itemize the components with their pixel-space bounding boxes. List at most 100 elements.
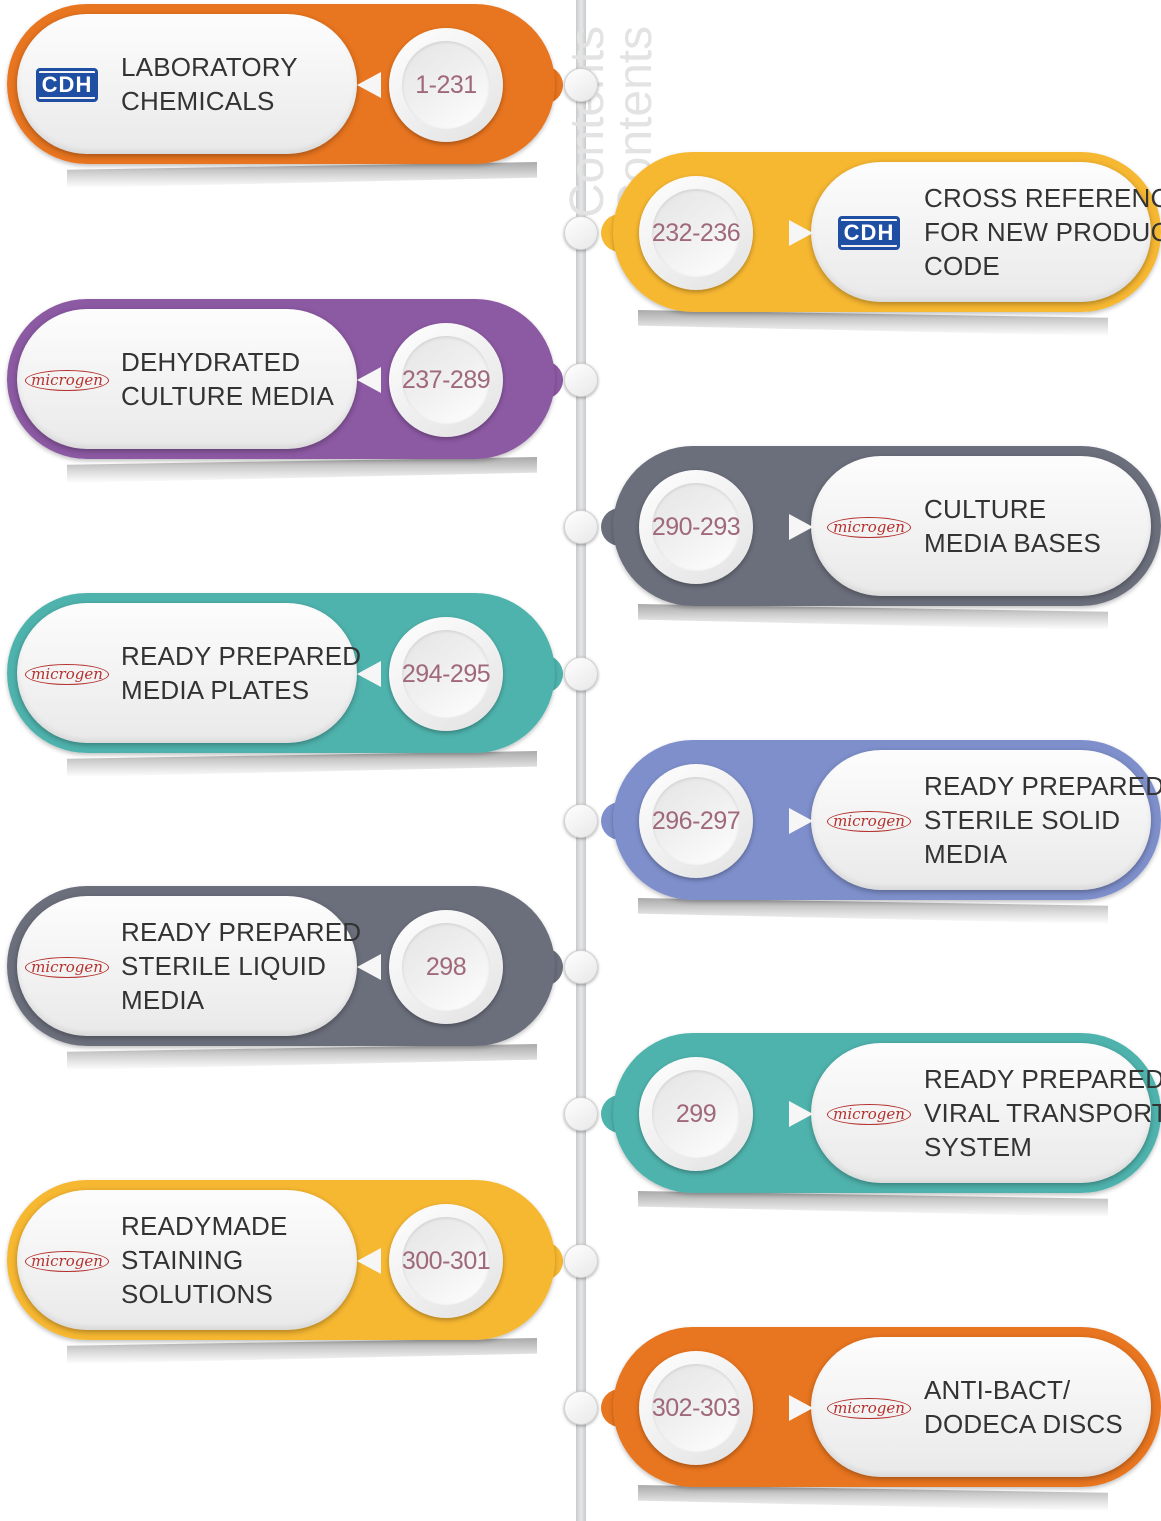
- card-tab: [525, 66, 563, 104]
- brand-logo: microgen: [827, 1389, 911, 1427]
- page-range: 290-293: [651, 512, 741, 541]
- timeline-node: [564, 68, 598, 102]
- page-range-badge[interactable]: 232-236: [639, 176, 753, 290]
- contents-card[interactable]: CDH LABORATORY CHEMICALS 1-231: [7, 4, 563, 188]
- card-title: READY PREPARED VIRAL TRANSPORT SYSTEM: [924, 1033, 1161, 1193]
- card-title: DEHYDRATED CULTURE MEDIA: [121, 299, 361, 459]
- card-title-line: STERILE SOLID: [924, 805, 1121, 835]
- cdh-logo: CDH: [838, 216, 900, 250]
- card-title-line: CULTURE MEDIA: [121, 381, 335, 411]
- microgen-logo: microgen: [25, 956, 109, 978]
- page-range: 294-295: [401, 659, 491, 688]
- pointer-arrow: [357, 1248, 381, 1274]
- timeline-node: [564, 216, 598, 250]
- card-shadow: [638, 898, 1108, 924]
- brand-logo: microgen: [25, 948, 109, 986]
- page-range-inner: 300-301: [402, 1217, 491, 1305]
- card-tab: [601, 214, 639, 252]
- contents-card[interactable]: microgen CULTURE MEDIA BASES 290-293: [601, 446, 1161, 608]
- card-title-line: MEDIA BASES: [924, 528, 1102, 558]
- pointer-arrow: [789, 514, 813, 540]
- microgen-logo: microgen: [25, 1250, 109, 1272]
- page-range-badge[interactable]: 294-295: [389, 617, 503, 731]
- card-title: READY PREPARED STERILE SOLID MEDIA: [924, 740, 1161, 900]
- card-tab: [601, 802, 639, 840]
- brand-logo: CDH: [835, 214, 903, 252]
- card-title: CULTURE MEDIA BASES: [924, 446, 1160, 606]
- page-range-badge[interactable]: 290-293: [639, 470, 753, 584]
- microgen-logo: microgen: [827, 516, 911, 538]
- pointer-arrow: [357, 661, 381, 687]
- card-shadow: [638, 1191, 1108, 1217]
- contents-card[interactable]: microgen ANTI-BACT/DODECA DISCS 302-303: [601, 1327, 1161, 1489]
- page-range: 1-231: [415, 70, 477, 99]
- brand-logo: microgen: [25, 361, 109, 399]
- page-range-inner: 299: [652, 1070, 740, 1158]
- brand-logo: CDH: [33, 66, 101, 104]
- card-title-line: STERILE LIQUID: [121, 951, 327, 981]
- card-title-line: CHEMICALS: [121, 86, 275, 116]
- card-title-line: CULTURE: [924, 494, 1047, 524]
- page-range-badge[interactable]: 298: [389, 910, 503, 1024]
- timeline-node: [564, 1097, 598, 1131]
- page-range-badge[interactable]: 296-297: [639, 764, 753, 878]
- card-title-line: SYSTEM: [924, 1132, 1033, 1162]
- card-title-line: DEHYDRATED: [121, 347, 301, 377]
- card-title-line: READY PREPARED: [121, 641, 362, 671]
- card-title-line: CROSS REFERENCE: [924, 183, 1161, 213]
- card-tab: [525, 655, 563, 693]
- brand-logo: microgen: [827, 1095, 911, 1133]
- page-range-badge[interactable]: 1-231: [389, 28, 503, 142]
- timeline-node: [564, 510, 598, 544]
- pointer-arrow: [789, 220, 813, 246]
- card-title-line: DODECA DISCS: [924, 1409, 1123, 1439]
- card-title-line: VIRAL TRANSPORT: [924, 1098, 1161, 1128]
- card-title: ANTI-BACT/DODECA DISCS: [924, 1327, 1160, 1487]
- timeline-node: [564, 950, 598, 984]
- microgen-logo: microgen: [827, 1397, 911, 1419]
- timeline-node: [564, 363, 598, 397]
- contents-card[interactable]: microgen READY PREPARED VIRAL TRANSPORT SY…: [601, 1033, 1161, 1195]
- card-shadow: [67, 162, 537, 188]
- contents-card[interactable]: microgen DEHYDRATED CULTURE MEDIA 237-289: [7, 299, 563, 483]
- card-title: LABORATORY CHEMICALS: [121, 4, 361, 164]
- page-range-badge[interactable]: 237-289: [389, 323, 503, 437]
- card-title-line: MEDIA: [924, 839, 1008, 869]
- brand-logo: microgen: [25, 1242, 109, 1280]
- card-title-line: STAINING: [121, 1245, 244, 1275]
- card-shadow: [67, 457, 537, 483]
- pointer-arrow: [789, 808, 813, 834]
- card-tab: [525, 948, 563, 986]
- brand-logo: microgen: [827, 508, 911, 546]
- page-range-inner: 237-289: [401, 336, 491, 424]
- card-title-line: LABORATORY: [121, 52, 298, 82]
- timeline-node: [564, 1391, 598, 1425]
- timeline-node: [564, 657, 598, 691]
- card-tab: [525, 1242, 563, 1280]
- pointer-arrow: [357, 954, 381, 980]
- page-range-inner: 294-295: [401, 630, 491, 718]
- pointer-arrow: [789, 1101, 813, 1127]
- card-tab: [601, 1095, 639, 1133]
- page-range-badge[interactable]: 299: [639, 1057, 753, 1171]
- microgen-logo: microgen: [25, 369, 109, 391]
- card-shadow: [638, 310, 1108, 336]
- page-range-badge[interactable]: 300-301: [389, 1204, 503, 1318]
- timeline-node: [564, 1244, 598, 1278]
- card-title-line: CODE: [924, 251, 1000, 281]
- card-title-line: READYMADE: [121, 1211, 288, 1241]
- page-range: 237-289: [401, 365, 491, 394]
- pointer-arrow: [357, 72, 381, 98]
- page-range: 296-297: [651, 806, 741, 835]
- card-title-line: READY PREPARED: [924, 771, 1161, 801]
- card-shadow: [67, 1338, 537, 1364]
- card-title-line: READY PREPARED: [924, 1064, 1161, 1094]
- page-range-badge[interactable]: 302-303: [639, 1351, 753, 1465]
- card-title-line: ANTI-BACT/: [924, 1375, 1071, 1405]
